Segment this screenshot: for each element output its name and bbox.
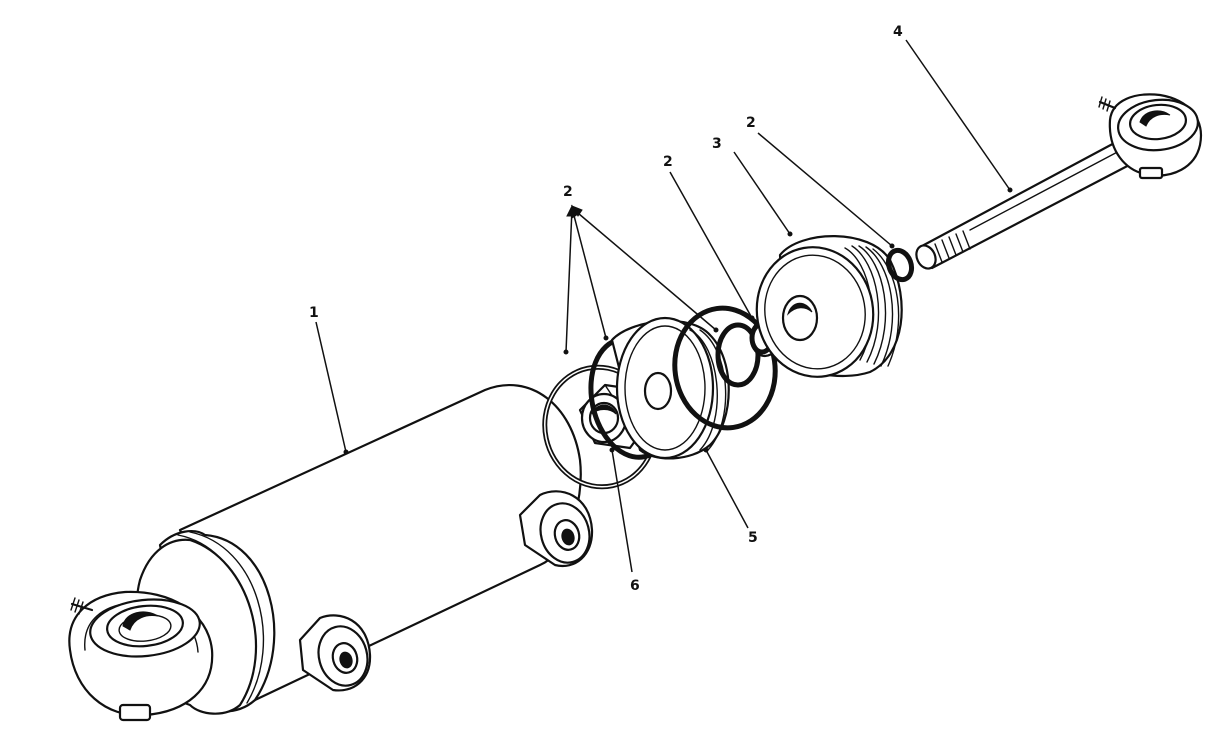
arrowhead-2-diag (570, 204, 583, 217)
callout-1: 1 (309, 305, 319, 321)
leader-3 (733, 151, 791, 235)
o-ring-small-right (885, 247, 915, 283)
leader-2-center (571, 207, 607, 339)
callout-3: 3 (712, 136, 722, 152)
rod-end-eye (1098, 93, 1203, 180)
callout-4: 4 (893, 24, 903, 40)
leader-6 (611, 449, 633, 573)
leader-lines (315, 39, 1011, 573)
callout-2-mid: 2 (663, 154, 673, 170)
leader-2-diag (571, 207, 717, 331)
leader-2-left (565, 207, 573, 353)
callout-5: 5 (748, 530, 758, 546)
leader-2-mid (669, 171, 753, 319)
cylinder-head-cap (755, 235, 903, 378)
leader-4 (905, 39, 1011, 191)
gland-piston (610, 305, 778, 460)
rear-eye-mount (68, 590, 214, 722)
callout-2-right: 2 (746, 115, 756, 131)
callout-2-group: 2 (563, 184, 573, 200)
callout-6: 6 (630, 578, 640, 594)
leader-2-right (757, 132, 893, 247)
leader-1 (315, 321, 347, 453)
leader-dots (343, 187, 1013, 455)
cylinder-barrel (134, 384, 594, 715)
leader-5 (705, 449, 749, 529)
piston-rod (915, 138, 1137, 270)
